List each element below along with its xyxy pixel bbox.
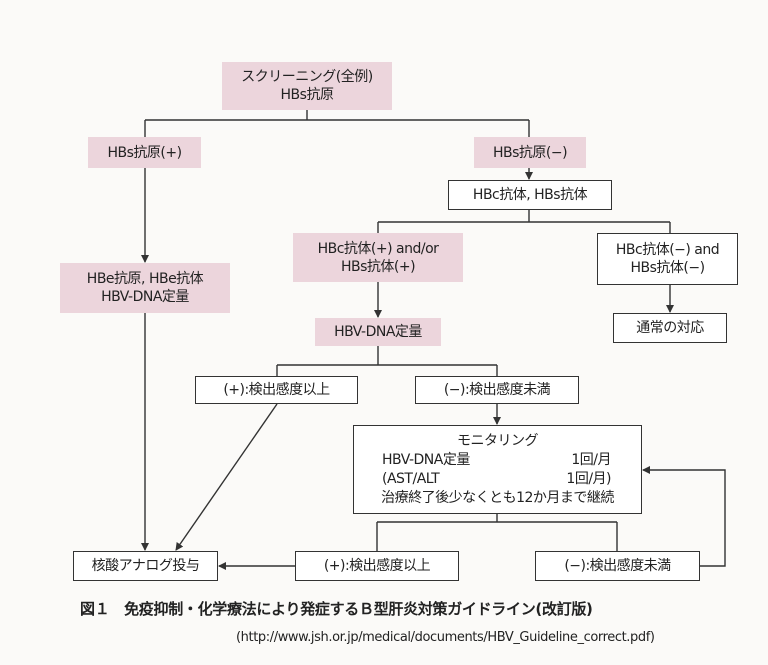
usual-label: 通常の対応: [636, 320, 704, 336]
screening-line2: HBs抗原: [280, 87, 334, 103]
monitoring-title: モニタリング: [457, 432, 539, 449]
hbe-line2: HBV-DNA定量: [101, 289, 189, 305]
monitoring-note: 治療終了後少なくとも12か月まで継続: [381, 489, 614, 506]
detect-neg2-label: (−):検出感度未満: [564, 558, 671, 574]
split-line-top: [144, 110, 530, 137]
hbe-box: HBe抗原, HBe抗体 HBV-DNA定量: [60, 263, 230, 313]
monitoring-row-dna: HBV-DNA定量 1回/月: [364, 451, 631, 470]
detect-pos2-label: (+):検出感度以上: [323, 558, 431, 574]
detect-neg-label: (−):検出感度未満: [443, 382, 551, 398]
ab-pos-line1: HBc抗体(+) and/or: [317, 240, 439, 257]
row2-freq: 1回/月): [566, 470, 611, 487]
arrow-neg2-loop-to-monitoring: [642, 466, 726, 567]
detect-positive-box: (+):検出感度以上: [195, 376, 358, 404]
hbc-hbs-label: HBc抗体, HBs抗体: [472, 187, 588, 203]
detect-negative-box-2: (−):検出感度未満: [535, 551, 700, 581]
hbs-antigen-negative-box: HBs抗原(−): [474, 137, 586, 168]
ab-pos-line2: HBs抗体(+): [340, 258, 416, 275]
nucleoside-label: 核酸アナログ投与: [91, 558, 200, 574]
split-line-hbc: [377, 210, 671, 233]
row1-label: HBV-DNA定量: [382, 451, 470, 468]
screening-box: スクリーニング(全例) HBs抗原: [222, 62, 392, 110]
usual-care-box: 通常の対応: [613, 313, 727, 343]
source-url: (http://www.jsh.or.jp/medical/documents/…: [236, 630, 655, 645]
ab-neg-line1: HBc抗体(−) and: [615, 242, 720, 258]
row2-label: (AST/ALT: [382, 470, 440, 487]
hbs-pos-label: HBs抗原(+): [107, 144, 182, 161]
detect-positive-box-2: (+):検出感度以上: [295, 551, 459, 581]
hbs-neg-label: HBs抗原(−): [492, 144, 568, 161]
monitoring-row-ast: (AST/ALT 1回/月): [364, 470, 631, 489]
monitoring-box: モニタリング HBV-DNA定量 1回/月 (AST/ALT 1回/月) 治療終…: [353, 425, 642, 514]
split-line-dna: [276, 346, 498, 376]
split-line-monitoring: [376, 514, 618, 551]
hbv-dna-box: HBV-DNA定量: [315, 318, 441, 346]
ab-neg-line2: HBs抗体(−): [630, 260, 705, 276]
arrow-pos-to-nucleoside: [175, 403, 278, 551]
nucleoside-analog-box: 核酸アナログ投与: [73, 551, 218, 581]
detect-pos-label: (+):検出感度以上: [223, 382, 330, 398]
hbs-antigen-positive-box: HBs抗原(+): [88, 137, 201, 168]
figure-caption: 図１ 免疫抑制・化学療法により発症するＢ型肝炎対策ガイドライン(改訂版): [80, 600, 593, 618]
hbc-hbs-antibody-box: HBc抗体, HBs抗体: [448, 180, 612, 210]
hbv-dna-label: HBV-DNA定量: [334, 324, 422, 340]
antibody-negative-box: HBc抗体(−) and HBs抗体(−): [597, 233, 738, 285]
row1-freq: 1回/月: [571, 451, 611, 468]
detect-negative-box: (−):検出感度未満: [415, 376, 579, 404]
antibody-positive-box: HBc抗体(+) and/or HBs抗体(+): [293, 233, 463, 282]
hbe-line1: HBe抗原, HBe抗体: [86, 271, 204, 287]
screening-line1: スクリーニング(全例): [241, 69, 373, 85]
